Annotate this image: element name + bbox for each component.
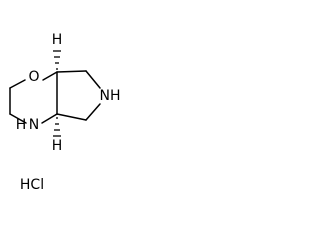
salt-hcl: HCl — [20, 177, 44, 193]
stereo-hash-top — [53, 50, 61, 70]
stereo-h-bottom: H — [52, 138, 63, 154]
bond-c6-c4 — [56, 113, 87, 121]
bond-c3-n — [9, 113, 27, 124]
atom-n-morpholine: N — [29, 117, 39, 133]
bond-n-c4 — [41, 113, 58, 124]
bond-c1-o — [42, 71, 58, 81]
bond-c1-c5 — [56, 70, 87, 73]
bond-nh-c6 — [85, 103, 101, 121]
atom-o: O — [28, 69, 39, 85]
stereo-h-top: H — [52, 32, 63, 48]
bond-o-c2 — [9, 79, 26, 89]
stereo-hash-bottom — [53, 117, 61, 137]
atom-n-morpholine-h: H — [16, 117, 27, 133]
bond-lines — [9, 70, 101, 124]
octahydropyrrolo-oxazine-structure: O NH N H H H HCl — [9, 32, 121, 193]
atom-nh-pyrrolidine: NH — [100, 88, 121, 104]
bond-c5-nh — [85, 70, 101, 89]
